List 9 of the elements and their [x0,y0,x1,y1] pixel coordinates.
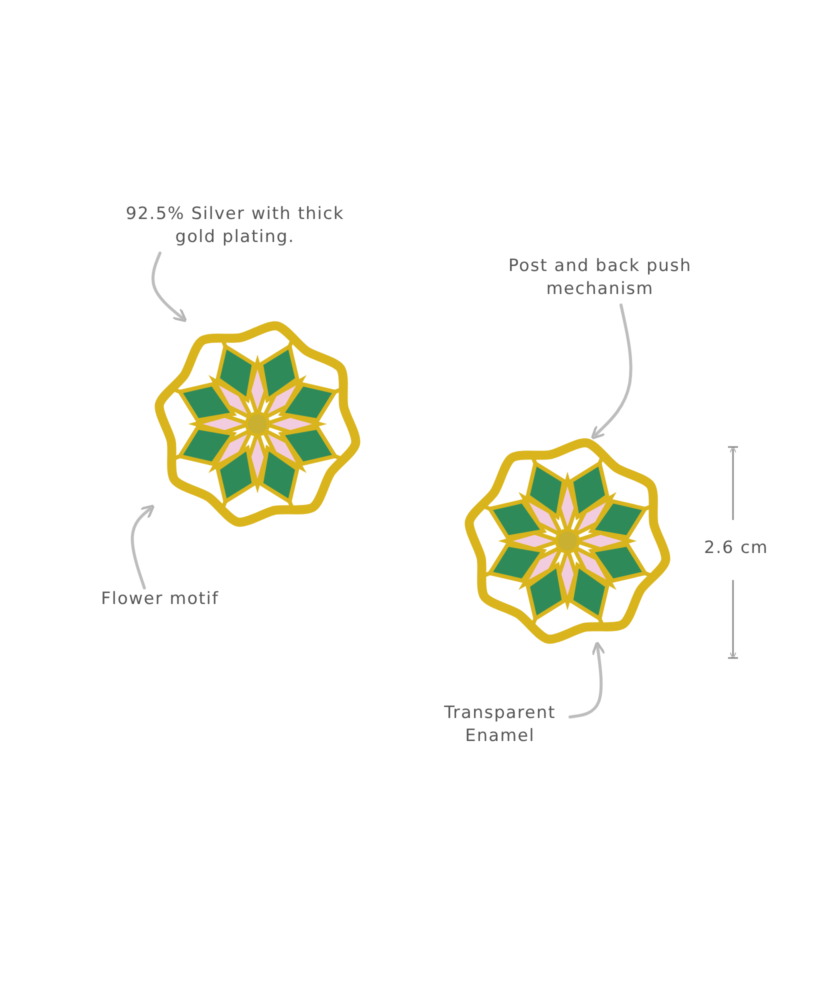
curved-arrow [130,504,155,590]
callout-text: 92.5% Silver with thick gold plating. [110,203,360,253]
callout-text: Flower motif [95,588,225,614]
callout-text: Post and back push mechanism [495,255,705,305]
curved-arrow [152,252,188,322]
curved-arrow [590,304,632,440]
dimension-label: 2.6 cm [704,538,768,558]
callout-text: Transparent Enamel [430,702,570,752]
curved-arrow [568,641,606,718]
